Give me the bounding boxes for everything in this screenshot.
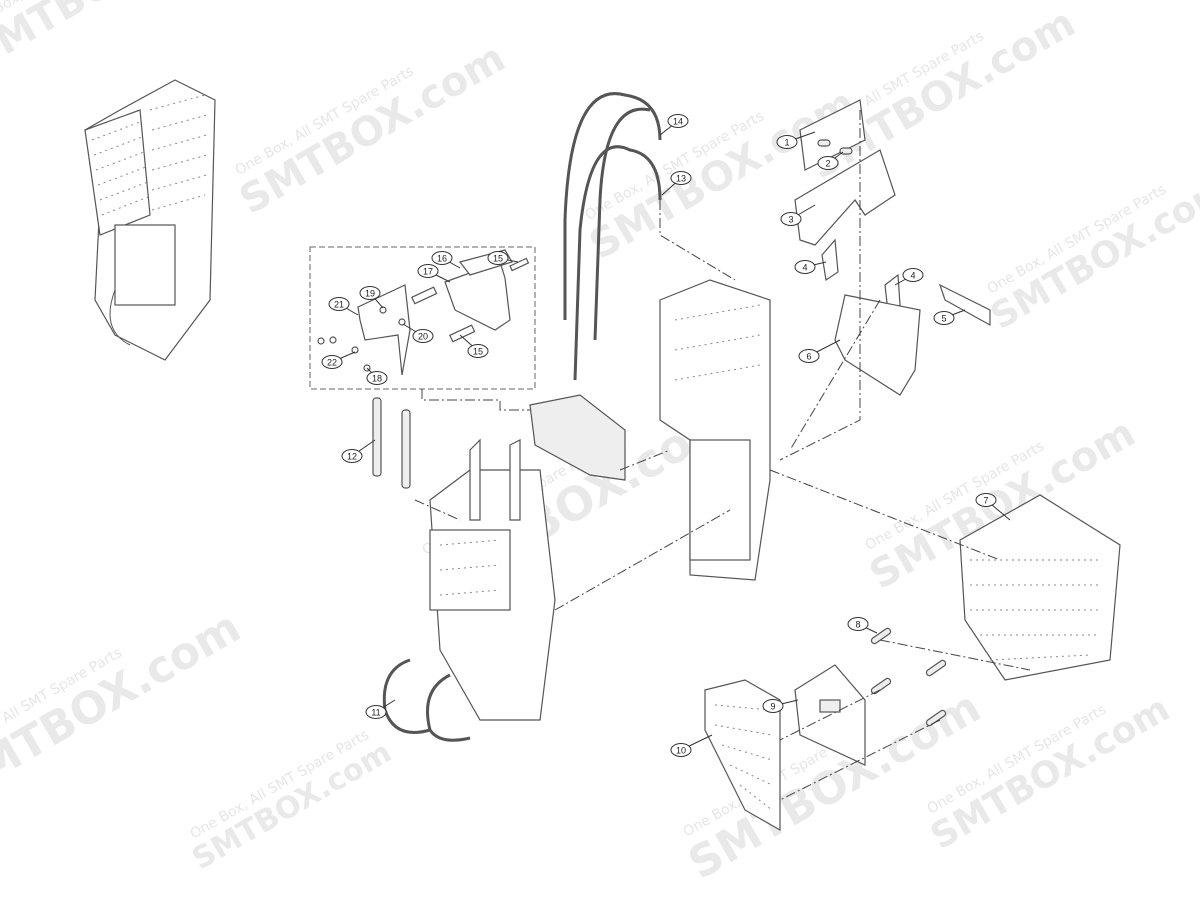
callout-bubble <box>780 212 802 226</box>
callout-number: 3 <box>788 215 793 225</box>
callout-8: 8 <box>847 617 878 634</box>
callout-4: 4 <box>894 268 924 286</box>
callout-bubble <box>847 617 869 631</box>
callout-16: 16 <box>431 251 461 269</box>
callout-bubble <box>365 705 387 719</box>
callout-bubble <box>670 743 692 757</box>
assembly-lines <box>414 110 1031 801</box>
callout-bubble <box>467 344 489 358</box>
callout-6: 6 <box>798 339 841 363</box>
callout-bubble <box>817 156 839 170</box>
callout-number: 5 <box>941 314 946 324</box>
callout-5: 5 <box>933 309 966 325</box>
callout-number: 4 <box>802 263 807 273</box>
callout-bubble <box>933 311 955 325</box>
callout-14: 14 <box>659 114 689 136</box>
callout-bubble <box>417 264 439 278</box>
main-head-body <box>659 279 771 581</box>
springs <box>372 397 411 489</box>
callout-bubble <box>670 171 692 185</box>
callout-bubble <box>359 286 381 300</box>
callout-number: 1 <box>784 138 789 148</box>
callout-3: 3 <box>780 204 816 226</box>
watermark-brand: SMTBOX.com <box>232 35 513 224</box>
callout-4: 4 <box>794 260 827 274</box>
assembled-head-unit <box>84 79 216 361</box>
callout-19: 19 <box>359 286 384 309</box>
callout-number: 16 <box>437 254 447 264</box>
callout-bubble <box>341 449 363 463</box>
callout-15: 15 <box>459 334 489 358</box>
right-brackets <box>794 99 991 396</box>
callout-11: 11 <box>365 699 396 719</box>
callout-13: 13 <box>661 171 692 196</box>
callout-9: 9 <box>762 699 799 713</box>
callout-bubble <box>794 260 816 274</box>
callout-1: 1 <box>776 131 816 149</box>
valve-bracket <box>529 394 626 481</box>
callout-7: 7 <box>975 493 1011 521</box>
callout-number: 20 <box>418 332 428 342</box>
callout-number: 15 <box>493 254 503 264</box>
callout-bubble <box>975 493 997 507</box>
callout-2: 2 <box>817 151 844 170</box>
callout-bubble <box>487 251 509 265</box>
callout-number: 14 <box>673 117 683 127</box>
callout-number: 21 <box>334 300 344 310</box>
standoff-pins <box>870 627 947 727</box>
callout-bubble <box>776 135 798 149</box>
callout-number: 8 <box>855 620 860 630</box>
callout-bubble <box>798 349 820 363</box>
callout-number: 12 <box>347 452 357 462</box>
callout-bubble <box>762 699 784 713</box>
callout-number: 7 <box>983 496 988 506</box>
callout-number: 6 <box>806 352 811 362</box>
callout-number: 4 <box>910 271 915 281</box>
callout-number: 11 <box>371 708 380 718</box>
lower-head-unit <box>429 438 556 721</box>
callout-bubble <box>431 251 453 265</box>
callout-number: 17 <box>423 267 433 277</box>
callout-number: 2 <box>825 159 830 169</box>
callout-number: 19 <box>365 289 375 299</box>
callout-number: 10 <box>676 746 686 756</box>
perforated-cover <box>959 494 1121 681</box>
callout-bubble <box>366 371 388 385</box>
callout-10: 10 <box>670 734 713 757</box>
callout-number: 9 <box>770 702 775 712</box>
callout-bubble <box>902 268 924 282</box>
watermark-brand: SMTBOX.com <box>187 735 398 877</box>
front-cover-plate <box>704 679 781 832</box>
bracket-assembly-parts <box>317 249 530 376</box>
callout-number: 13 <box>676 174 686 184</box>
callout-21: 21 <box>328 297 359 316</box>
callout-number: 22 <box>327 358 337 368</box>
callout-number: 15 <box>473 347 483 357</box>
callout-12: 12 <box>341 439 376 463</box>
callout-17: 17 <box>417 264 451 283</box>
callout-number: 18 <box>372 374 382 384</box>
watermark-brand: SMTBOX.com <box>0 0 243 79</box>
callout-bubble <box>412 329 434 343</box>
callout-22: 22 <box>321 351 356 369</box>
callout-18: 18 <box>366 367 388 385</box>
callout-15: 15 <box>487 251 519 265</box>
callout-bubble <box>321 355 343 369</box>
callout-bubble <box>328 297 350 311</box>
tubes <box>563 92 662 381</box>
callout-bubble <box>667 114 689 128</box>
callout-20: 20 <box>402 323 434 343</box>
